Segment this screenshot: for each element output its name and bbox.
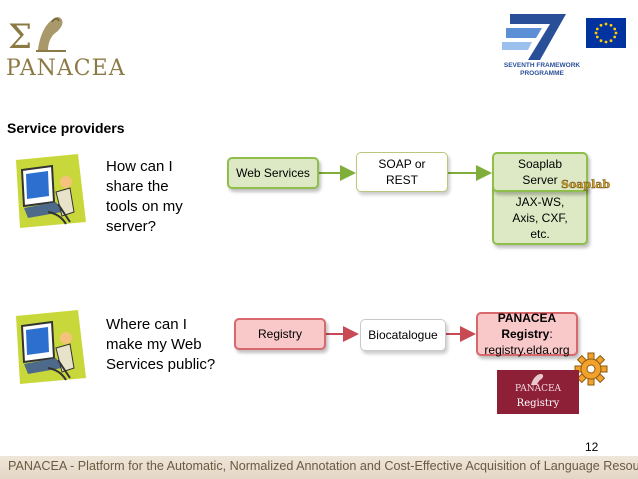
question-line: Services public? bbox=[106, 356, 216, 373]
panacea-logo: Σ PANACEA bbox=[2, 4, 125, 84]
eu-flag-icon bbox=[586, 18, 626, 48]
jaxws-line: JAX-WS, bbox=[515, 195, 565, 209]
footer-bar bbox=[0, 456, 638, 479]
jaxws-box: JAX-WS, Axis, CXF, etc. bbox=[492, 183, 588, 245]
registry-label: Registry bbox=[257, 327, 302, 341]
panacea-registry-colon: : bbox=[549, 327, 553, 341]
question-line: Where can I bbox=[106, 316, 187, 333]
soap-rest-line: SOAP or bbox=[378, 157, 426, 171]
panacea-registry-url: registry.elda.org bbox=[484, 343, 570, 357]
page-number: 12 bbox=[585, 440, 599, 454]
soaplab-line: Soaplab bbox=[517, 157, 563, 171]
soaplab-logo: Soaplab bbox=[560, 175, 611, 193]
computer-user-clipart-icon bbox=[12, 308, 90, 386]
section-title: Service providers bbox=[7, 120, 125, 136]
panacea-logo-text: PANACEA bbox=[6, 56, 126, 81]
web-services-box: Web Services bbox=[227, 157, 319, 189]
svg-text:Σ: Σ bbox=[8, 17, 32, 57]
jaxws-line: etc. bbox=[530, 227, 550, 241]
panacea-emblem-icon bbox=[531, 374, 544, 385]
computer-user-clipart-icon bbox=[12, 152, 90, 230]
biocatalogue-box: Biocatalogue bbox=[360, 319, 446, 351]
question-line: make my Web bbox=[106, 336, 202, 353]
question-share-tools: How can I share the tools on my server? bbox=[106, 157, 183, 237]
footer-text: PANACEA - Platform for the Automatic, No… bbox=[8, 459, 638, 473]
soaplab-line: Server bbox=[522, 173, 558, 187]
panacea-registry-box: PANACEA Registry: registry.elda.org bbox=[476, 310, 578, 357]
soap-rest-box: SOAP or REST bbox=[356, 152, 448, 192]
jaxws-line: Axis, CXF, bbox=[512, 211, 568, 225]
fp7-caption: SEVENTH FRAMEWORK PROGRAMME bbox=[503, 62, 581, 77]
panacea-registry-logo: PANACEA Registry bbox=[497, 370, 579, 414]
panacea-registry-label: PANACEA Registry bbox=[497, 311, 557, 341]
question-line: tools on my bbox=[106, 198, 183, 215]
question-make-public: Where can I make my Web Services public? bbox=[106, 315, 215, 375]
panacea-registry-title: PANACEA Registry: bbox=[478, 310, 576, 342]
registry-box: Registry bbox=[234, 318, 326, 350]
soaplab-logo-text: Soaplab bbox=[561, 178, 610, 191]
registry-logo-name: PANACEA bbox=[514, 384, 562, 394]
soap-rest-line: REST bbox=[385, 173, 418, 187]
gear-icon bbox=[574, 352, 608, 386]
fp7-logo: SEVENTH FRAMEWORK PROGRAMME bbox=[496, 8, 586, 88]
question-line: How can I bbox=[106, 158, 173, 175]
biocatalogue-label: Biocatalogue bbox=[368, 328, 438, 342]
soaplab-server-box: Soaplab Server bbox=[492, 152, 588, 192]
registry-logo-word: Registry bbox=[516, 398, 560, 409]
panacea-emblem-icon: Σ bbox=[8, 17, 66, 57]
question-line: share the bbox=[106, 178, 169, 195]
web-services-label: Web Services bbox=[236, 166, 310, 180]
fp7-seven-icon bbox=[502, 14, 566, 60]
question-line: server? bbox=[106, 218, 157, 235]
